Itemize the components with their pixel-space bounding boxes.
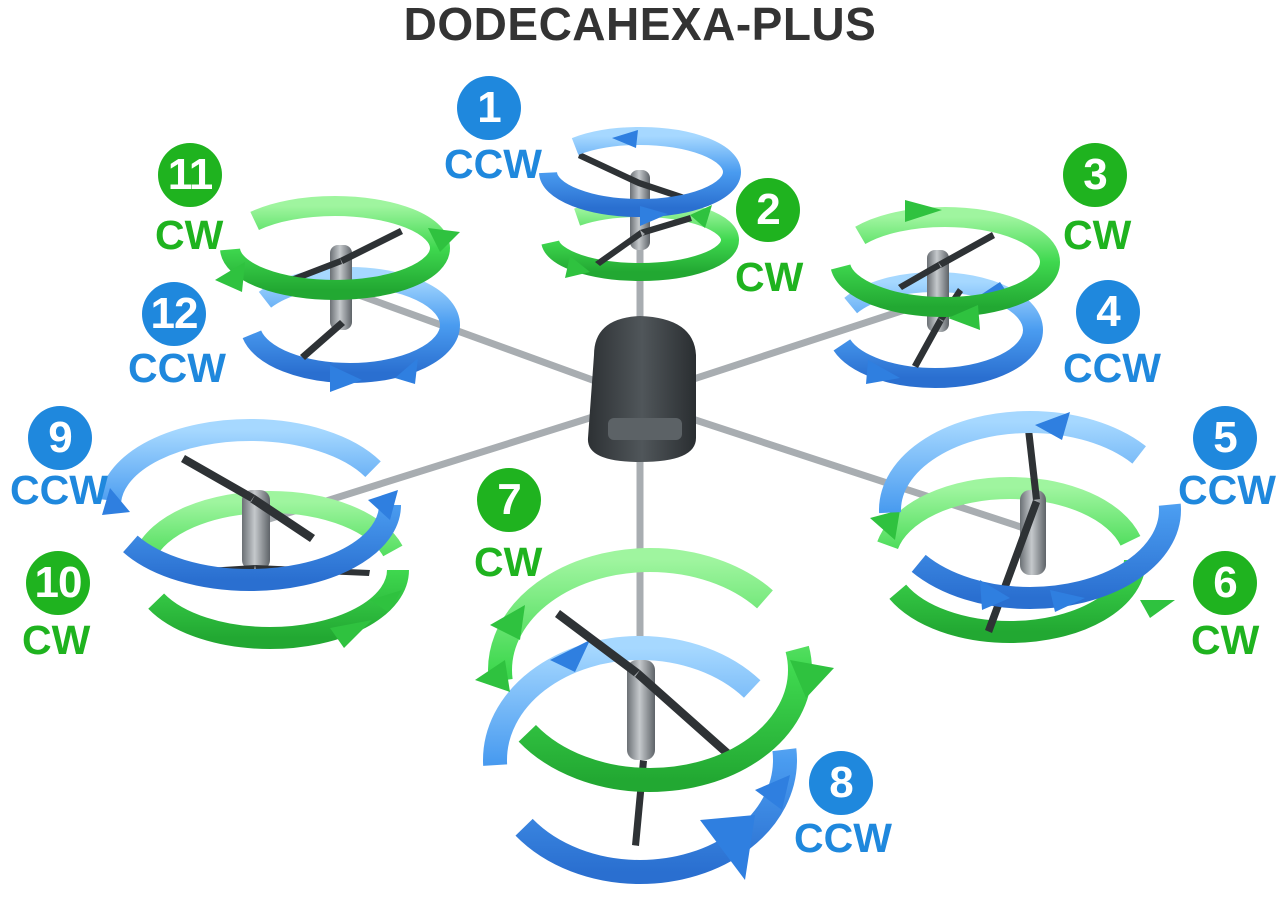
motor-body [1020,490,1046,575]
rotation-arrow-8 [483,636,797,884]
motor-pair-7-8 [475,548,834,884]
motor-pair-1-2 [539,127,741,281]
arrow-head [700,815,755,880]
propeller-lower [300,320,345,360]
motor-11-number-badge: 11 [158,143,222,207]
motor-7-number-badge: 7 [477,468,541,532]
arrow-head [980,580,1010,610]
motor-11-direction: CW [155,212,224,258]
motor-pair-5-6 [870,411,1181,643]
motor-4-direction: CCW [1063,345,1161,391]
motor-8-number-badge: 8 [809,751,873,815]
motor-pair-9-10 [99,419,409,649]
motor-1-number-badge: 1 [457,76,521,140]
motor-5-direction: CCW [1178,467,1276,513]
propeller [181,455,315,542]
arrow-head [330,620,372,648]
arrow-head [102,488,130,515]
propeller-upper [898,232,995,290]
arm-front-left [341,286,624,394]
arrow-head [1035,412,1070,440]
arrow-head [1140,600,1175,618]
propeller-upper [270,228,403,291]
arrow-head [690,205,712,228]
rotation-arrow-5 [879,411,1181,609]
motor-12-number-badge: 12 [142,282,206,346]
arrow-head [330,365,362,392]
arrow-head [475,660,510,692]
propeller-lower [595,215,692,266]
arrow-head [870,510,900,540]
motor-9-direction: CCW [10,467,108,513]
arrow-head [948,305,980,330]
motor-pair-11-12 [215,196,460,392]
page-title: DODECAHEXA-PLUS [403,0,877,50]
motor-7-direction: CW [474,539,543,585]
arrow-head [395,358,418,384]
motor-2-number-badge: 2 [736,178,800,242]
frame-arms [246,171,1034,694]
arm-front-right [656,296,939,394]
motor-3-number-badge: 3 [1063,143,1127,207]
motor-10-number-badge: 10 [26,551,90,615]
arrow-head [640,206,668,226]
arrow-head [755,775,790,810]
arrow-head [428,228,460,252]
motor-8-direction: CCW [794,815,892,861]
arrow-head [215,262,245,292]
arrow-head [565,256,590,278]
arrow-head [370,590,402,612]
propeller [985,429,1040,633]
arrow-head [905,200,942,222]
motor-5-number-badge: 5 [1193,406,1257,470]
motor-9-number-badge: 9 [28,406,92,470]
motor-pair-3-4 [827,200,1060,388]
motor-10-direction: CW [22,617,91,663]
arrow-head [1050,590,1085,612]
arrow-head [790,660,834,698]
motor-4-number-badge: 4 [1076,280,1140,344]
drone-body [587,316,696,462]
motor-6-direction: CW [1191,617,1260,663]
rotation-arrow-3 [830,207,1060,317]
motor-3-direction: CW [1063,212,1132,258]
arrow-head [368,490,398,520]
motor-12-direction: CCW [128,345,226,391]
motor-2-direction: CW [735,254,804,300]
propeller [555,610,730,756]
arrow-head [550,640,590,672]
body-window [608,418,682,440]
arm-right [661,406,1034,534]
arrow-head [866,360,900,384]
propeller-upper [578,152,700,206]
motor-6-number-badge: 6 [1193,551,1257,615]
motor-1-direction: CCW [444,141,542,187]
arrow-head [490,605,525,640]
arrow-head [612,130,638,148]
